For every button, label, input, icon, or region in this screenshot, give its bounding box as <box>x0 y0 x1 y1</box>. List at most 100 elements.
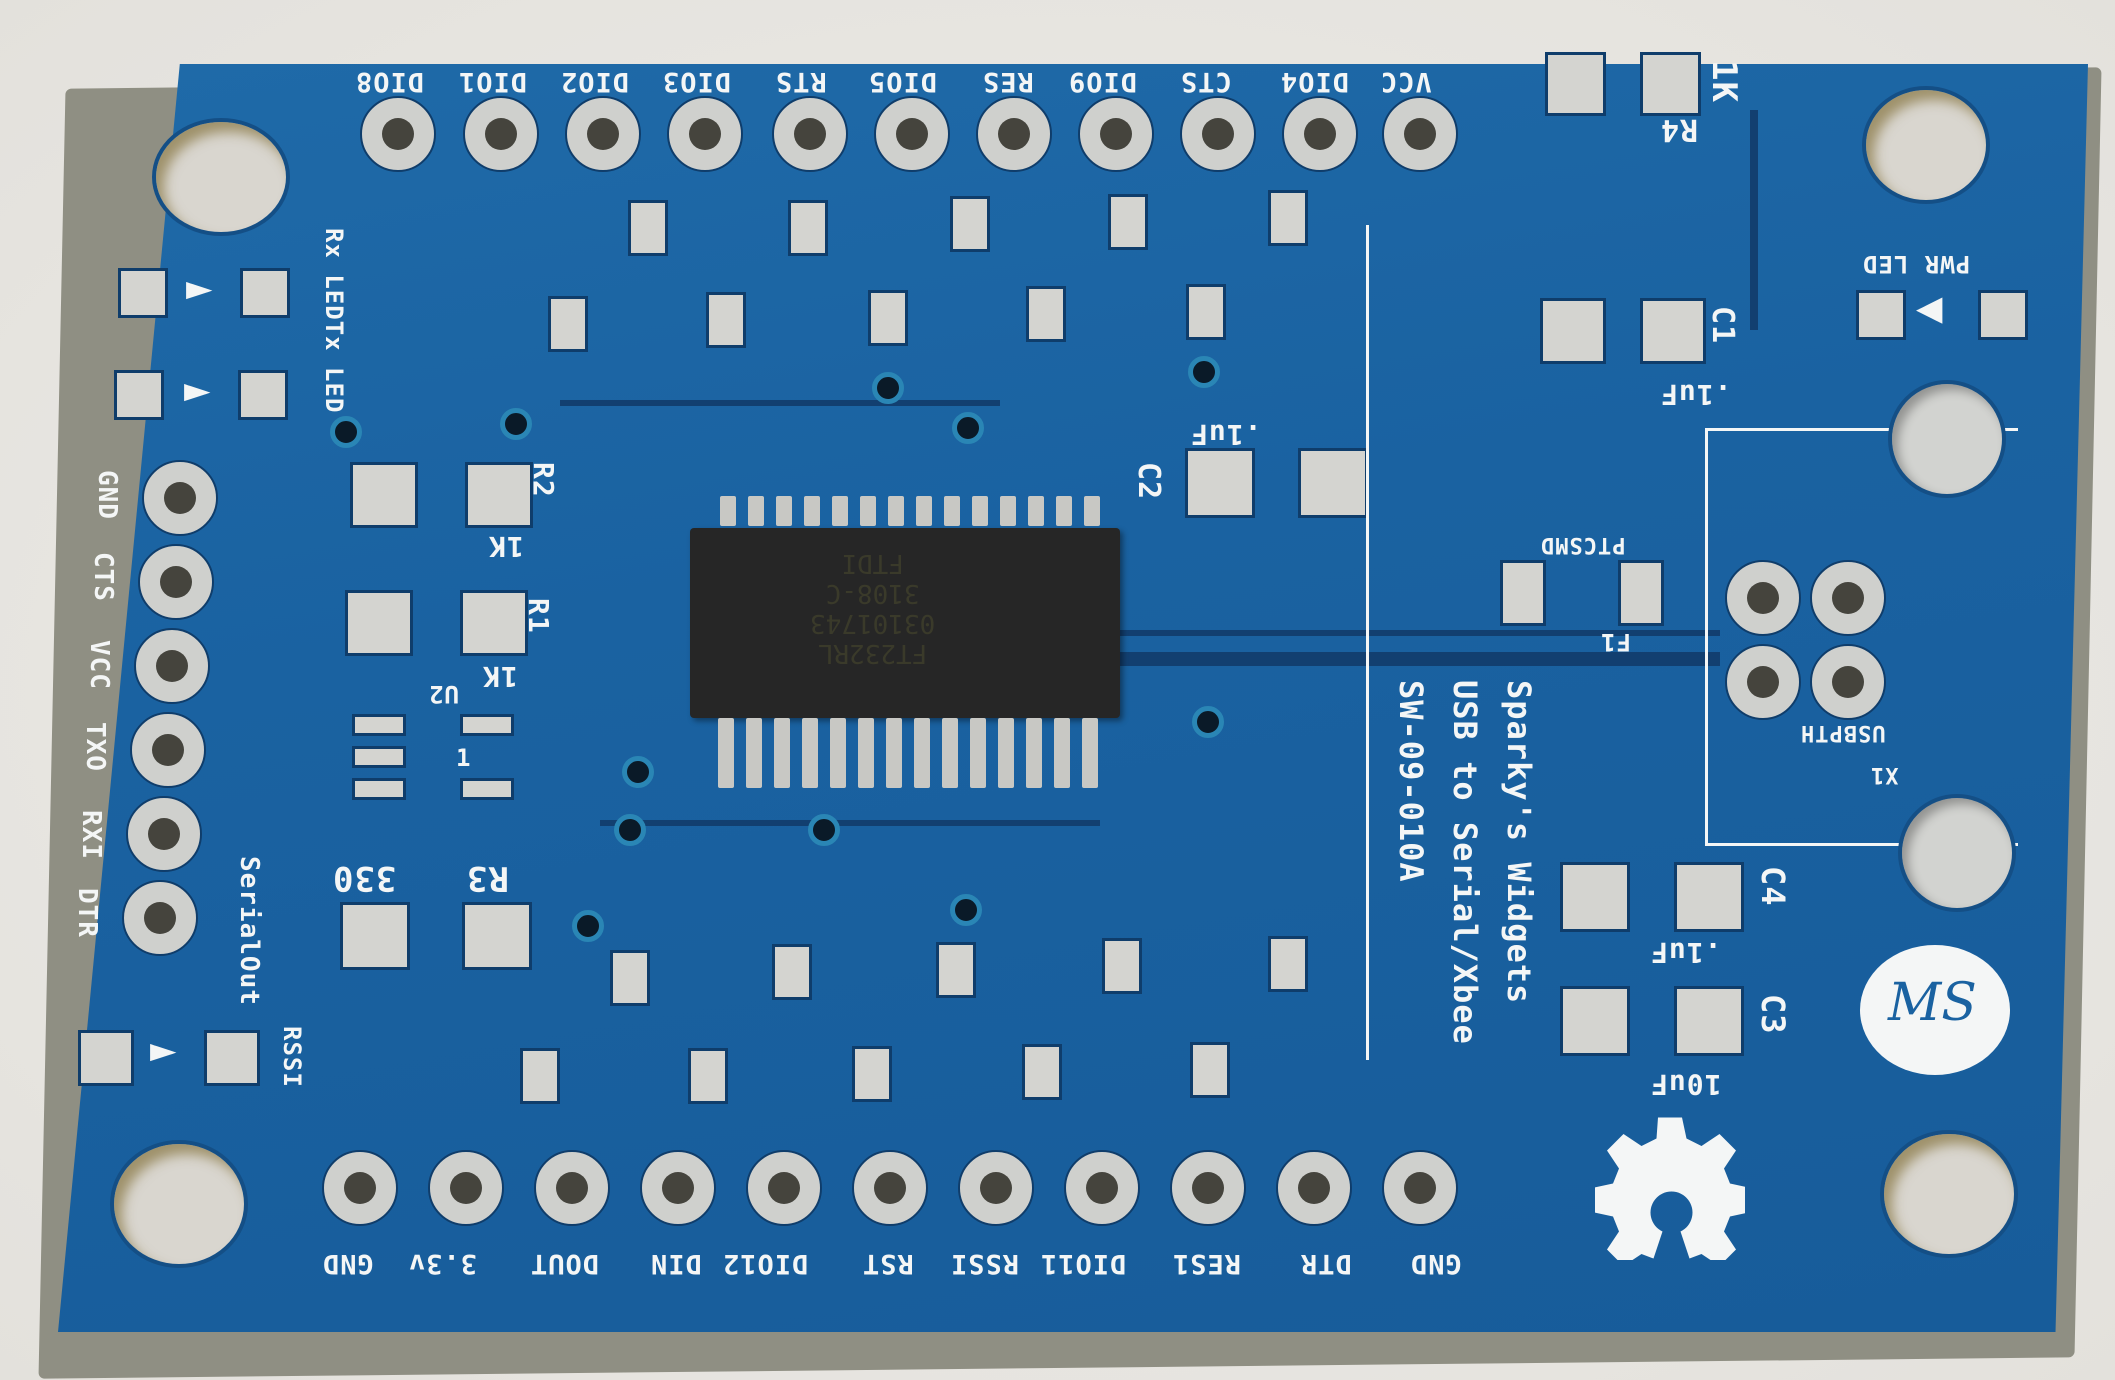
header-pin[interactable] <box>1382 1150 1458 1226</box>
header-pin[interactable] <box>852 1150 928 1226</box>
c4-ref: C4 <box>1754 866 1792 907</box>
header-pin[interactable] <box>1276 1150 1352 1226</box>
title-line-1: Sparky's Widgets <box>1500 680 1538 1005</box>
ms-logo-icon: MS <box>1860 945 2010 1075</box>
mounting-hole-bottom-right <box>1880 1130 2018 1258</box>
c4-value: .1uF <box>1650 936 1722 969</box>
chip-pin <box>720 496 736 526</box>
serial-pin[interactable] <box>130 712 206 788</box>
chip-pin <box>886 718 902 788</box>
r1-pad <box>345 590 413 656</box>
r4-pad <box>1640 52 1701 116</box>
led-rssi-pad <box>204 1030 260 1086</box>
r2-ref: R2 <box>527 462 560 498</box>
r1-pad <box>460 590 528 656</box>
bottom-header-label: DOUT <box>530 1248 600 1279</box>
led-pwr-label: PWR LED <box>1862 250 1971 278</box>
chip-pin <box>1082 718 1098 788</box>
top-header-label: DIO5 <box>868 66 938 97</box>
chip-pin <box>970 718 986 788</box>
chip-marking-line: FT232RL <box>817 638 928 668</box>
serial-pin[interactable] <box>138 544 214 620</box>
header-pin[interactable] <box>565 96 641 172</box>
header-pin[interactable] <box>1282 96 1358 172</box>
serial-label: CTS <box>88 552 118 602</box>
chip-pin <box>804 496 820 526</box>
header-pin[interactable] <box>958 1150 1034 1226</box>
smd-pad <box>548 296 588 352</box>
usb-pin <box>1810 560 1886 636</box>
header-pin[interactable] <box>976 96 1052 172</box>
diode-icon: ► <box>150 1024 177 1075</box>
header-pin[interactable] <box>1382 96 1458 172</box>
chip-pin <box>718 718 734 788</box>
chip-pin <box>914 718 930 788</box>
chip-pin <box>888 496 904 526</box>
bottom-header-label: DIN <box>650 1248 702 1279</box>
header-pin[interactable] <box>534 1150 610 1226</box>
header-pin[interactable] <box>1170 1150 1246 1226</box>
trace <box>1750 110 1758 330</box>
chip-pin <box>802 718 818 788</box>
smd-pad <box>868 290 908 346</box>
header-pin[interactable] <box>667 96 743 172</box>
u2-pad <box>460 778 514 800</box>
header-pin[interactable] <box>360 96 436 172</box>
header-pin[interactable] <box>1180 96 1256 172</box>
header-pin[interactable] <box>1078 96 1154 172</box>
header-pin[interactable] <box>772 96 848 172</box>
led-pwr-pad <box>1856 290 1906 340</box>
chip-pin <box>916 496 932 526</box>
chip-pin <box>942 718 958 788</box>
chip-pin <box>1000 496 1016 526</box>
header-pin[interactable] <box>1064 1150 1140 1226</box>
led-pwr-pad <box>1978 290 2028 340</box>
r3-ref: R3 <box>466 858 509 898</box>
chip-pin <box>774 718 790 788</box>
c2-value: .1uF <box>1190 418 1262 451</box>
serial-pin[interactable] <box>122 880 198 956</box>
led-tx-pad <box>114 370 164 420</box>
led-rssi-label: RSSI <box>278 1026 306 1088</box>
bottom-header-label: RST <box>862 1248 914 1279</box>
usb-connector-outline <box>1705 428 2018 846</box>
serial-pin[interactable] <box>126 796 202 872</box>
xbee-outline-bracket <box>1340 225 1369 1060</box>
led-rx-pad <box>240 268 290 318</box>
serial-label: GND <box>92 470 122 520</box>
chip-marking-line: 03101743 <box>810 608 936 638</box>
header-pin[interactable] <box>428 1150 504 1226</box>
smd-pad <box>628 200 668 256</box>
chip-pin <box>832 496 848 526</box>
bottom-header-label: DTR <box>1300 1248 1352 1279</box>
serial-label: RXI <box>76 810 106 860</box>
usb-pin <box>1725 560 1801 636</box>
r4-pad <box>1545 52 1606 116</box>
bottom-header-label: GND <box>1410 1248 1462 1279</box>
u2-pad <box>460 714 514 736</box>
bottom-header-label: DIO12 <box>722 1248 809 1279</box>
usb-pin <box>1725 644 1801 720</box>
u2-pin1-marker: 1 <box>456 744 472 772</box>
smd-pad <box>610 950 650 1006</box>
top-header-label: DIO9 <box>1068 66 1138 97</box>
chip-pin <box>860 496 876 526</box>
header-pin[interactable] <box>640 1150 716 1226</box>
top-header-label: RTS <box>775 66 827 97</box>
chip-pin <box>998 718 1014 788</box>
header-pin[interactable] <box>463 96 539 172</box>
header-pin[interactable] <box>874 96 950 172</box>
led-rx-pad <box>118 268 168 318</box>
smd-pad <box>788 200 828 256</box>
r3-value: 330 <box>332 858 397 898</box>
smd-pad <box>1026 286 1066 342</box>
header-pin[interactable] <box>322 1150 398 1226</box>
trace <box>1120 652 1720 666</box>
header-pin[interactable] <box>746 1150 822 1226</box>
via <box>1192 706 1224 738</box>
usb-mount-hole <box>1888 380 2006 498</box>
serial-pin[interactable] <box>134 628 210 704</box>
trace <box>560 400 1000 406</box>
smd-pad <box>950 196 990 252</box>
serial-pin[interactable] <box>142 460 218 536</box>
